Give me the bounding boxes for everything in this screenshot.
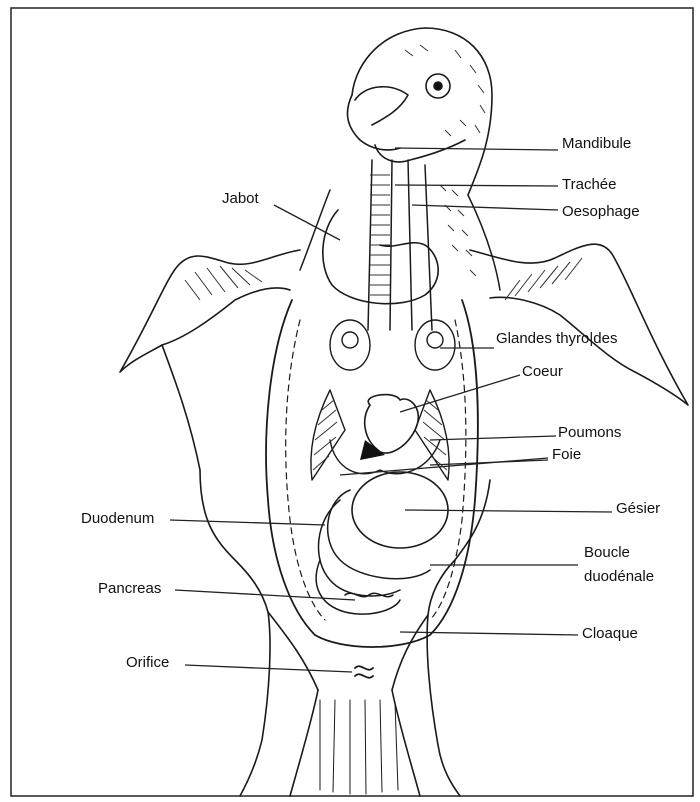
label-poumons: Poumons xyxy=(558,424,621,441)
figure-border xyxy=(11,8,693,796)
thyroid-glands xyxy=(330,320,455,370)
label-glandes-thyroides: Glandes thyro|des xyxy=(496,330,617,347)
leader-mandibule xyxy=(395,148,558,150)
label-pancreas: Pancreas xyxy=(98,580,161,597)
body-outline xyxy=(120,244,688,796)
leader-foie-a xyxy=(340,458,548,475)
head xyxy=(347,28,492,195)
label-coeur: Coeur xyxy=(522,363,563,380)
crop xyxy=(323,210,438,304)
leader-trachee xyxy=(395,185,558,186)
intestines xyxy=(316,490,430,614)
leader-pancreas xyxy=(175,590,355,600)
leader-orifice xyxy=(185,665,352,672)
trachea-rings xyxy=(370,175,390,295)
leader-poumons xyxy=(430,436,556,440)
label-foie: Foie xyxy=(552,446,581,463)
label-cloaque: Cloaque xyxy=(582,625,638,642)
leader-oesophage xyxy=(412,205,558,210)
label-orifice: Orifice xyxy=(126,654,169,671)
head-feathers xyxy=(405,45,485,136)
label-boucle-line2: duodénale xyxy=(584,568,654,585)
neck-scales xyxy=(440,185,476,276)
label-duodenum: Duodenum xyxy=(81,510,154,527)
label-boucle-line1: Boucle xyxy=(584,544,630,561)
label-jabot: Jabot xyxy=(222,190,259,207)
heart xyxy=(365,395,419,454)
leader-foie-b xyxy=(430,460,548,465)
vent xyxy=(355,666,373,677)
label-mandibule: Mandibule xyxy=(562,135,631,152)
leader-duodenum xyxy=(170,520,325,525)
leader-coeur xyxy=(400,375,520,412)
label-trachee: Trachée xyxy=(562,176,616,193)
label-oesophage: Oesophage xyxy=(562,203,640,220)
label-gesier: Gésier xyxy=(616,500,660,517)
liver-shadow xyxy=(360,440,385,460)
leader-gesier xyxy=(405,510,612,512)
